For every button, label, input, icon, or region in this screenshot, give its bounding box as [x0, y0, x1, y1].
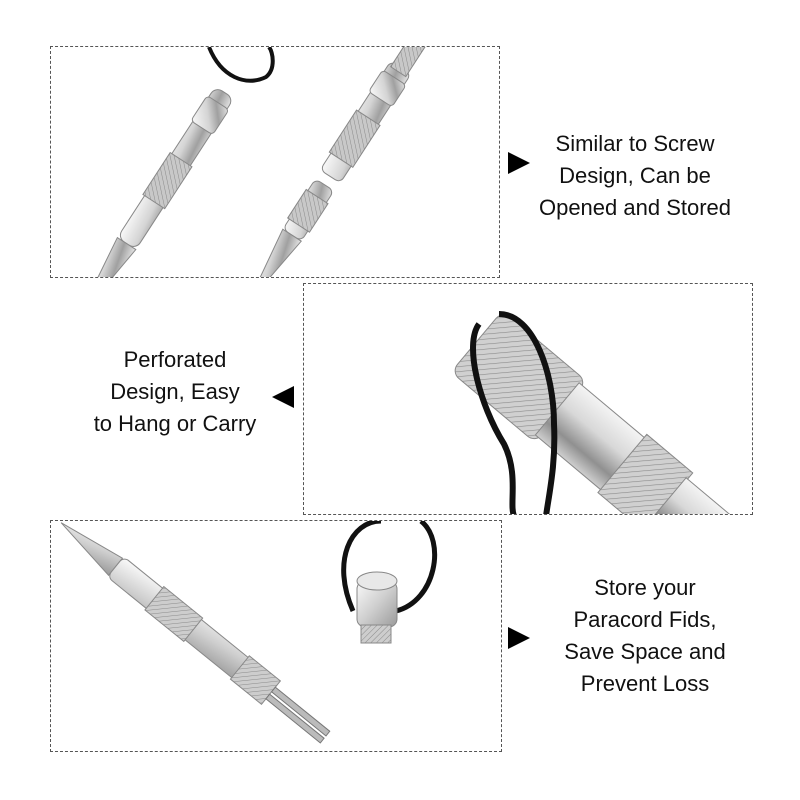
product-photo-screw-design — [50, 46, 500, 278]
caption-perforated-design: Perforated Design, Easy to Hang or Carry — [60, 344, 290, 440]
caption-store-fids: Store your Paracord Fids, Save Space and… — [535, 572, 755, 700]
caption-screw-design: Similar to Screw Design, Can be Opened a… — [520, 128, 750, 224]
caption-line: Opened and Stored — [538, 195, 732, 220]
arrow-left-icon — [272, 386, 294, 408]
arrow-right-icon — [508, 627, 530, 649]
caption-line: Design, Can be — [559, 163, 711, 188]
product-photo-store-fids — [50, 520, 502, 752]
fid-closed — [77, 89, 232, 277]
cord — [207, 47, 275, 83]
fid-storage-illustration — [60, 521, 438, 744]
caption-line: Prevent Loss — [580, 671, 710, 696]
cord — [470, 322, 517, 514]
fid-opened — [248, 47, 429, 277]
fid-closeup-illustration — [454, 311, 752, 514]
arrow-right-icon — [508, 152, 530, 174]
product-photo-perforated-design — [303, 283, 753, 515]
fid-screw-illustration — [77, 47, 429, 277]
fid-cap — [356, 571, 398, 644]
cord — [498, 311, 558, 514]
caption-line: Similar to Screw — [555, 131, 715, 156]
fid-body — [60, 522, 331, 744]
caption-line: to Hang or Carry — [93, 411, 257, 436]
caption-line: Perforated — [123, 347, 227, 372]
caption-line: Store your — [594, 575, 696, 600]
caption-line: Save Space and — [564, 639, 726, 664]
caption-line: Design, Easy — [110, 379, 240, 404]
cord — [341, 521, 438, 614]
caption-line: Paracord Fids, — [573, 607, 717, 632]
